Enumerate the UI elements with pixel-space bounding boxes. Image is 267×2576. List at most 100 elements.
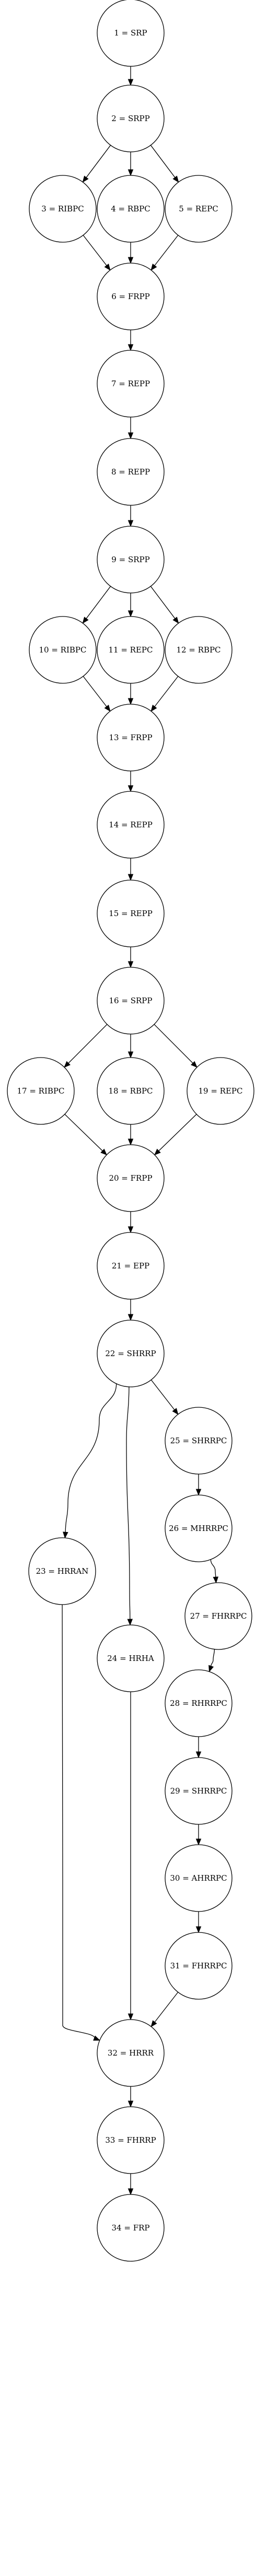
node-circle (97, 2194, 165, 2262)
edge-17-to-20 (64, 1114, 103, 1152)
edge-3-to-6 (83, 235, 108, 266)
node-17: 17 = RIBPC (7, 1057, 75, 1125)
node-4: 4 = RBPC (97, 175, 165, 243)
node-label: 32 = HRRR (108, 2048, 154, 2058)
node-23: 23 = HRRAN (28, 1537, 96, 1605)
arrowhead-2-to-5 (172, 175, 179, 183)
node-label: 27 = FHRRPC (190, 1611, 247, 1621)
node-circle (97, 1320, 165, 1387)
arrowhead-12-to-13 (150, 705, 157, 712)
node-label: 13 = FRPP (109, 733, 152, 742)
node-11: 11 = REPC (97, 616, 165, 684)
node-circle (97, 0, 165, 67)
arrowhead-16-to-19 (191, 1061, 198, 1068)
node-21: 21 = EPP (97, 1232, 165, 1300)
node-label: 4 = RBPC (111, 204, 150, 213)
arrowhead-14-to-15 (127, 874, 134, 881)
arrowhead-20-to-21 (127, 1226, 134, 1233)
node-label: 19 = REPC (198, 1086, 242, 1096)
node-29: 29 = SHRRPC (165, 1757, 233, 1825)
arrowhead-22-to-24 (127, 1619, 133, 1626)
node-33: 33 = FHRRP (97, 2106, 165, 2174)
node-7: 7 = REPP (97, 350, 165, 418)
edge-9-to-10 (85, 586, 111, 620)
arrowhead-22-to-23 (63, 1532, 68, 1539)
node-label: 6 = FRPP (111, 292, 150, 301)
edge-9-to-12 (150, 586, 176, 620)
edge-2-to-5 (150, 145, 176, 179)
node-label: 33 = FHRRP (105, 2135, 156, 2145)
node-label: 17 = RIBPC (17, 1086, 64, 1096)
node-label: 5 = REPC (179, 204, 218, 213)
node-15: 15 = REPP (97, 880, 165, 947)
node-circle (97, 1624, 165, 1692)
arrowhead-9-to-11 (127, 610, 134, 618)
edges-layer (62, 66, 219, 2195)
arrowhead-6-to-7 (127, 344, 134, 351)
node-9: 9 = SRPP (97, 526, 165, 593)
node-label: 22 = SHRRP (105, 1349, 156, 1358)
node-label: 3 = RIBPC (41, 204, 84, 213)
node-circle (97, 791, 165, 859)
node-circle (97, 438, 165, 506)
node-label: 16 = SRPP (109, 996, 153, 1005)
arrowhead-2-to-4 (127, 169, 134, 176)
arrowhead-16-to-18 (127, 1051, 134, 1059)
node-label: 25 = SHRRPC (170, 1436, 227, 1445)
edge-19-to-20 (158, 1114, 197, 1152)
node-circle (28, 1537, 96, 1605)
arrowhead-9-to-12 (172, 616, 179, 624)
node-10: 10 = RIBPC (29, 616, 97, 684)
node-label: 7 = REPP (111, 379, 150, 388)
node-label: 23 = HRRAN (36, 1566, 89, 1576)
arrowhead-10-to-13 (104, 705, 111, 712)
node-label: 29 = SHRRPC (170, 1786, 227, 1796)
node-circle (97, 1232, 165, 1300)
node-label: 20 = FRPP (109, 1173, 152, 1183)
edge-10-to-13 (83, 676, 108, 707)
arrowhead-33-to-34 (127, 2188, 134, 2195)
arrowhead-26-to-27 (213, 1576, 219, 1584)
node-24: 24 = HRHA (97, 1624, 165, 1692)
node-circle (29, 616, 97, 684)
arrowhead-29-to-30 (195, 1838, 202, 1846)
arrowhead-24-to-32 (127, 2013, 134, 2021)
node-1: 1 = SRP (97, 0, 165, 67)
node-label: 15 = REPP (109, 909, 153, 918)
arrowhead-16-to-17 (64, 1061, 71, 1068)
node-label: 28 = RHRRPC (170, 1699, 227, 1708)
arrowhead-5-to-6 (150, 264, 157, 271)
arrowhead-3-to-6 (104, 264, 111, 271)
node-circle (97, 350, 165, 418)
arrowhead-1-to-2 (127, 79, 134, 86)
node-circle (7, 1057, 75, 1125)
edge-12-to-13 (154, 676, 179, 707)
node-circle (165, 175, 233, 243)
edge-16-to-17 (67, 1024, 108, 1064)
node-6: 6 = FRPP (97, 263, 165, 330)
node-circle (165, 1932, 233, 2000)
arrowhead-13-to-14 (127, 785, 134, 792)
edge-27-to-28 (211, 1649, 215, 1667)
node-circle (97, 2019, 165, 2087)
node-12: 12 = RBPC (165, 616, 233, 684)
node-circle (97, 85, 165, 152)
node-25: 25 = SHRRPC (165, 1407, 233, 1475)
node-label: 24 = HRHA (107, 1654, 154, 1663)
node-30: 30 = AHRRPC (165, 1844, 233, 1912)
node-circle (97, 263, 165, 330)
arrowhead-11-to-13 (127, 698, 134, 705)
node-circle (165, 1669, 233, 1737)
edge-2-to-3 (85, 145, 111, 179)
arrowhead-7-to-8 (127, 432, 134, 440)
edge-5-to-6 (154, 235, 179, 266)
node-label: 12 = RBPC (176, 645, 220, 655)
node-28: 28 = RHRRPC (165, 1669, 233, 1737)
edge-31-to-32 (154, 1992, 179, 2023)
node-label: 10 = RIBPC (39, 645, 86, 655)
node-20: 20 = FRPP (97, 1144, 165, 1212)
node-31: 31 = FHRRPC (165, 1932, 233, 2000)
node-32: 32 = HRRR (97, 2019, 165, 2087)
node-circle (165, 616, 233, 684)
